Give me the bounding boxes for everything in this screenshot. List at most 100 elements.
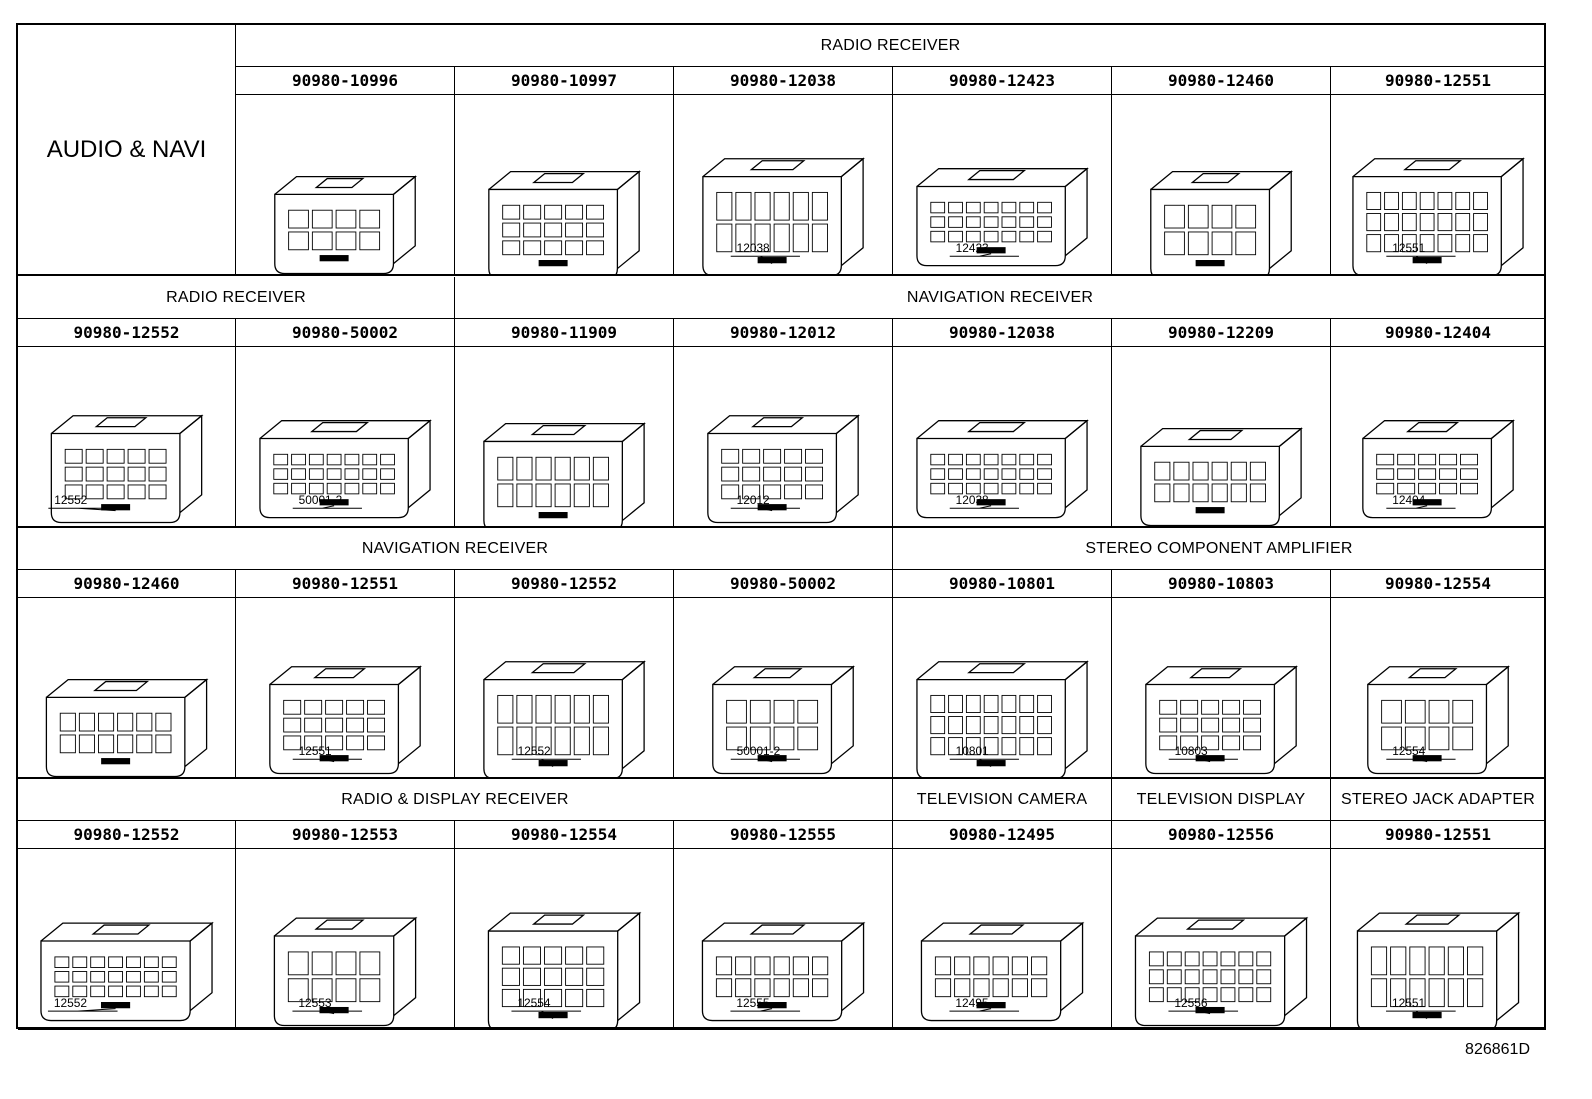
part-number: 90980-12555 bbox=[730, 825, 836, 844]
part-number: 90980-12495 bbox=[949, 825, 1055, 844]
part-number: 90980-12423 bbox=[949, 71, 1055, 90]
connector-drawing bbox=[483, 660, 646, 777]
part-number-cell: 90980-10803 bbox=[1112, 570, 1331, 598]
connector-drawing bbox=[916, 660, 1089, 777]
part-number-cell: 90980-50002 bbox=[674, 570, 893, 598]
connector-picture-cell: 12551 bbox=[1331, 95, 1546, 276]
connector-drawing bbox=[1140, 427, 1303, 526]
callout-leader-line bbox=[292, 505, 362, 509]
connector-picture-cell: 12554 bbox=[455, 849, 674, 1030]
connector-picture-cell: 12495 bbox=[893, 849, 1112, 1030]
part-number-cell: 90980-50002 bbox=[236, 319, 455, 347]
part-number-cell: 90980-12551 bbox=[1331, 67, 1546, 95]
connector-illustration: 10803 bbox=[1145, 665, 1298, 775]
connector-illustration: 12554 bbox=[487, 911, 642, 1029]
group-header: RADIO RECEIVER bbox=[18, 277, 455, 319]
connector-illustration: 12012 bbox=[707, 414, 860, 524]
group-header: STEREO JACK ADAPTER bbox=[1331, 779, 1546, 821]
connector-picture-cell bbox=[455, 347, 674, 528]
connector-illustration bbox=[1140, 427, 1303, 526]
connector-drawing bbox=[274, 175, 418, 274]
connector-drawing bbox=[50, 414, 204, 524]
callout-label: 12552 bbox=[54, 493, 87, 507]
callout-label: 12404 bbox=[1392, 493, 1425, 507]
connector-picture-cell: 50001-2 bbox=[674, 598, 893, 779]
connector-drawing bbox=[1150, 170, 1294, 274]
callout-label: 12012 bbox=[737, 493, 770, 507]
callout-leader-line bbox=[730, 758, 800, 763]
callout-label: 12554 bbox=[517, 996, 551, 1010]
connector-illustration bbox=[488, 170, 641, 274]
connector-drawing bbox=[483, 422, 646, 526]
group-header-label: STEREO JACK ADAPTER bbox=[1340, 790, 1536, 808]
part-number-cell: 90980-12552 bbox=[18, 821, 236, 849]
connector-illustration: 12551 bbox=[1356, 911, 1521, 1029]
part-number: 90980-12038 bbox=[730, 71, 836, 90]
callout-leader-line bbox=[949, 253, 1019, 257]
group-header-label: TELEVISION CAMERA bbox=[916, 790, 1088, 808]
callout-leader-line bbox=[949, 1008, 1020, 1012]
part-number-cell: 90980-12038 bbox=[893, 319, 1112, 347]
connector-illustration: 10801 bbox=[916, 660, 1089, 777]
part-number: 90980-12460 bbox=[73, 574, 180, 593]
connector-picture-cell: 12554 bbox=[1331, 598, 1546, 779]
part-number-cell: 90980-12552 bbox=[18, 319, 236, 347]
callout-label: 12552 bbox=[54, 996, 88, 1010]
connector-illustration: 12038 bbox=[702, 157, 865, 274]
title-text: AUDIO & NAVI bbox=[46, 135, 207, 163]
part-number: 90980-12552 bbox=[511, 574, 617, 593]
connector-drawing bbox=[702, 157, 865, 274]
part-number: 90980-12551 bbox=[1385, 825, 1491, 844]
part-number: 90980-12552 bbox=[73, 825, 180, 844]
connector-drawing bbox=[1356, 911, 1521, 1029]
connector-illustration: 12554 bbox=[1367, 665, 1511, 775]
callout-label: 12551 bbox=[299, 744, 332, 758]
group-header: TELEVISION CAMERA bbox=[893, 779, 1112, 821]
group-header-label: STEREO COMPONENT AMPLIFIER bbox=[1085, 539, 1353, 557]
connector-picture-cell: 12555 bbox=[674, 849, 893, 1030]
connector-illustration: 50001-2 bbox=[712, 665, 856, 775]
connector-drawing bbox=[269, 665, 422, 775]
part-number-cell: 90980-12552 bbox=[455, 570, 674, 598]
callout-leader-line bbox=[511, 758, 581, 768]
connector-drawing bbox=[1134, 916, 1309, 1027]
connector-drawing bbox=[1352, 157, 1525, 274]
connector-illustration: 12038 bbox=[916, 419, 1089, 519]
connector-illustration bbox=[1150, 170, 1294, 274]
callout-leader-line bbox=[730, 507, 800, 512]
callout-label: 12551 bbox=[1392, 996, 1426, 1010]
part-number-cell: 90980-12555 bbox=[674, 821, 893, 849]
connector-picture-cell: 12038 bbox=[893, 347, 1112, 528]
connector-drawing bbox=[916, 167, 1089, 267]
group-header-label: NAVIGATION RECEIVER bbox=[361, 539, 549, 557]
group-header-label: RADIO RECEIVER bbox=[166, 288, 306, 306]
callout-label: 12556 bbox=[1174, 996, 1208, 1010]
part-number: 90980-12553 bbox=[292, 825, 398, 844]
connector-picture-cell: 10801 bbox=[893, 598, 1112, 779]
connector-illustration: 50001-2 bbox=[259, 419, 432, 519]
callout-leader-line bbox=[949, 505, 1019, 509]
connector-drawing bbox=[45, 678, 209, 777]
part-number-cell: 90980-12460 bbox=[18, 570, 236, 598]
callout-leader-line bbox=[1386, 1010, 1456, 1019]
part-number-cell: 90980-12551 bbox=[236, 570, 455, 598]
callout-label: 12552 bbox=[518, 744, 551, 758]
connector-picture-cell: 12556 bbox=[1112, 849, 1331, 1030]
part-number: 90980-12552 bbox=[73, 323, 180, 342]
connector-drawing bbox=[916, 419, 1089, 519]
callout-leader-line bbox=[730, 1008, 801, 1012]
connector-drawing bbox=[1367, 665, 1511, 775]
connector-drawing bbox=[707, 414, 860, 524]
connector-drawing bbox=[259, 419, 432, 519]
callout-label: 12554 bbox=[1392, 744, 1425, 758]
callout-label: 12038 bbox=[956, 493, 989, 507]
connector-illustration: 12495 bbox=[920, 921, 1085, 1022]
callout-label: 12038 bbox=[737, 241, 770, 255]
connector-picture-cell: 12552 bbox=[455, 598, 674, 779]
part-number: 90980-11909 bbox=[511, 323, 617, 342]
part-number: 90980-12460 bbox=[1168, 71, 1274, 90]
connector-drawing bbox=[40, 921, 214, 1022]
part-number-cell: 90980-12554 bbox=[1331, 570, 1546, 598]
part-number-cell: 90980-12556 bbox=[1112, 821, 1331, 849]
